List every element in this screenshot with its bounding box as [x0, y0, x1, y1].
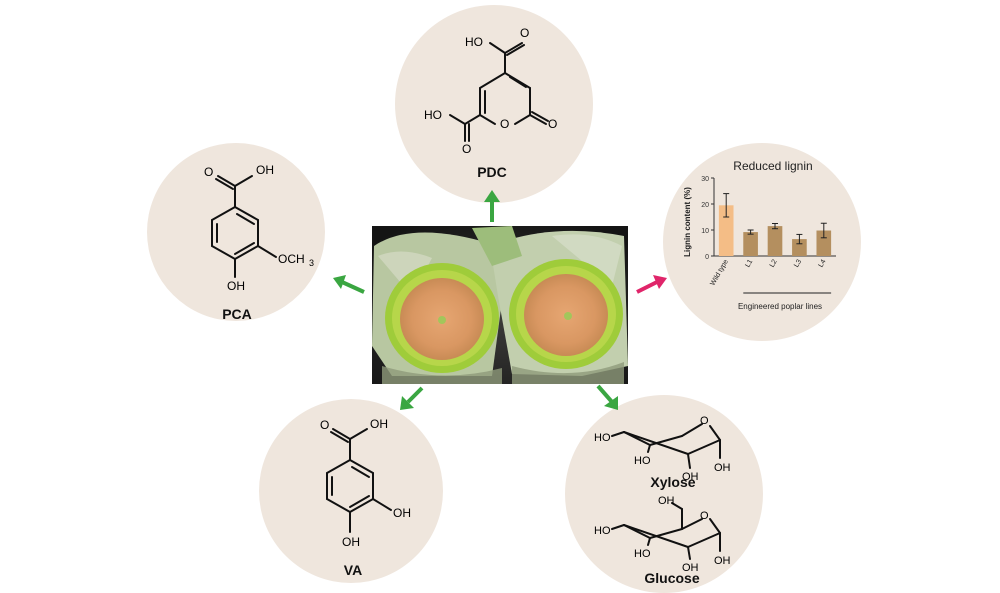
chart-y-tick-label: 0: [705, 254, 709, 261]
glucose-ho-2: HO: [634, 548, 651, 560]
glucose-label: Glucose: [644, 570, 700, 586]
pdc-structure: O HO HO O O O: [424, 26, 557, 155]
sugars-circle: [565, 395, 763, 593]
chart-x-tick-label: L1: [744, 258, 754, 268]
pca-structure: O OH OCH 3 OH: [204, 163, 314, 293]
chart-x-tick-label: L3: [793, 258, 803, 268]
pca-carbonyl-o: O: [204, 165, 213, 179]
chart-y-label: Lignin content (%): [683, 187, 692, 257]
glucose-oh-3: OH: [682, 562, 699, 573]
va-oh-meta: OH: [393, 506, 411, 520]
pca-oh-phenol: OH: [227, 279, 245, 293]
xylose-oh-4: OH: [714, 462, 731, 474]
va-oh-acid: OH: [370, 417, 388, 431]
xylose-ho-2: HO: [634, 455, 651, 467]
glucose-ho-1: HO: [594, 525, 611, 537]
chart-x-tick-label: L4: [818, 258, 828, 268]
glucose-oh-6: OH: [658, 495, 675, 507]
va-carbonyl-o: O: [320, 418, 329, 432]
pca-label: PCA: [222, 306, 252, 322]
pdc-ho-left: HO: [424, 108, 442, 122]
arrow-to-pca: [333, 275, 365, 294]
poplar-stem-photo: [372, 226, 628, 384]
xylose-structure: HO HO OH O OH: [594, 415, 731, 483]
glucose-ring-o: O: [700, 510, 709, 522]
xylose-ring-o: O: [700, 415, 709, 427]
chart-bar: [792, 239, 807, 256]
chart-bar: [743, 232, 758, 256]
pdc-o-top: O: [520, 26, 529, 40]
chart-y-tick-label: 20: [701, 202, 709, 209]
lignin-bar-chart: Reduced lignin Lignin content (%) Engine…: [683, 159, 836, 311]
arrow-to-chart: [636, 275, 667, 294]
pca-circle: [147, 143, 325, 321]
pdc-label: PDC: [477, 164, 507, 180]
chart-y-tick-label: 10: [701, 228, 709, 235]
pdc-o-bottom: O: [462, 142, 471, 155]
glucose-structure: OH HO HO OH O OH: [594, 495, 731, 573]
va-oh-para: OH: [342, 535, 360, 549]
pca-methoxy: OCH: [278, 252, 305, 266]
pdc-ring-o: O: [500, 117, 509, 131]
chart-title: Reduced lignin: [733, 159, 812, 173]
pdc-circle: [395, 5, 593, 203]
glucose-oh-4: OH: [714, 555, 731, 567]
va-label: VA: [343, 562, 363, 578]
pdc-carbonyl-o: O: [548, 117, 557, 131]
chart-bar: [718, 205, 734, 256]
arrow-to-va: [400, 386, 424, 410]
chart-x-label: Engineered poplar lines: [738, 302, 822, 311]
pca-methoxy-subscript: 3: [309, 258, 314, 268]
xylose-label: Xylose: [650, 474, 696, 490]
chart-bar: [767, 226, 783, 256]
va-structure: O OH OH OH: [320, 417, 411, 549]
xylose-oh-3: OH: [682, 471, 699, 483]
pdc-ho-top: HO: [465, 35, 483, 49]
pca-oh-acid: OH: [256, 163, 274, 177]
chart-y-tick-label: 30: [701, 176, 709, 183]
va-circle: [259, 399, 443, 583]
chart-x-tick-label: Wild type: [709, 258, 730, 287]
chart-bar: [816, 230, 832, 256]
chart-x-tick-label: L2: [769, 258, 779, 268]
xylose-ho-1: HO: [594, 432, 611, 444]
arrow-to-sugars: [596, 384, 618, 410]
